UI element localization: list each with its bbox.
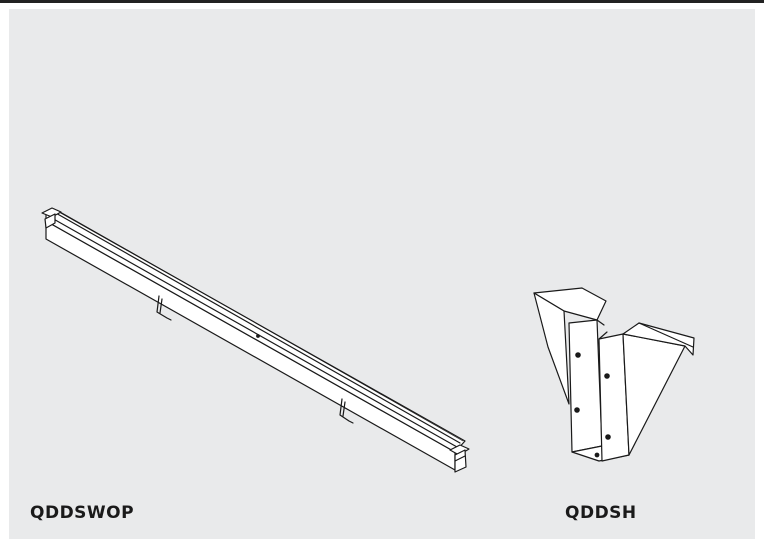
long-rail-drawing — [41, 207, 470, 473]
top-rule — [0, 0, 764, 3]
product-drawings — [41, 207, 695, 473]
hanger-bracket-drawing — [533, 287, 695, 462]
product-label-qddswop: QDDSWOP — [30, 503, 135, 523]
product-label-qddsh: QDDSH — [565, 503, 637, 523]
product-panel: QDDSWOP QDDSH — [9, 9, 755, 539]
